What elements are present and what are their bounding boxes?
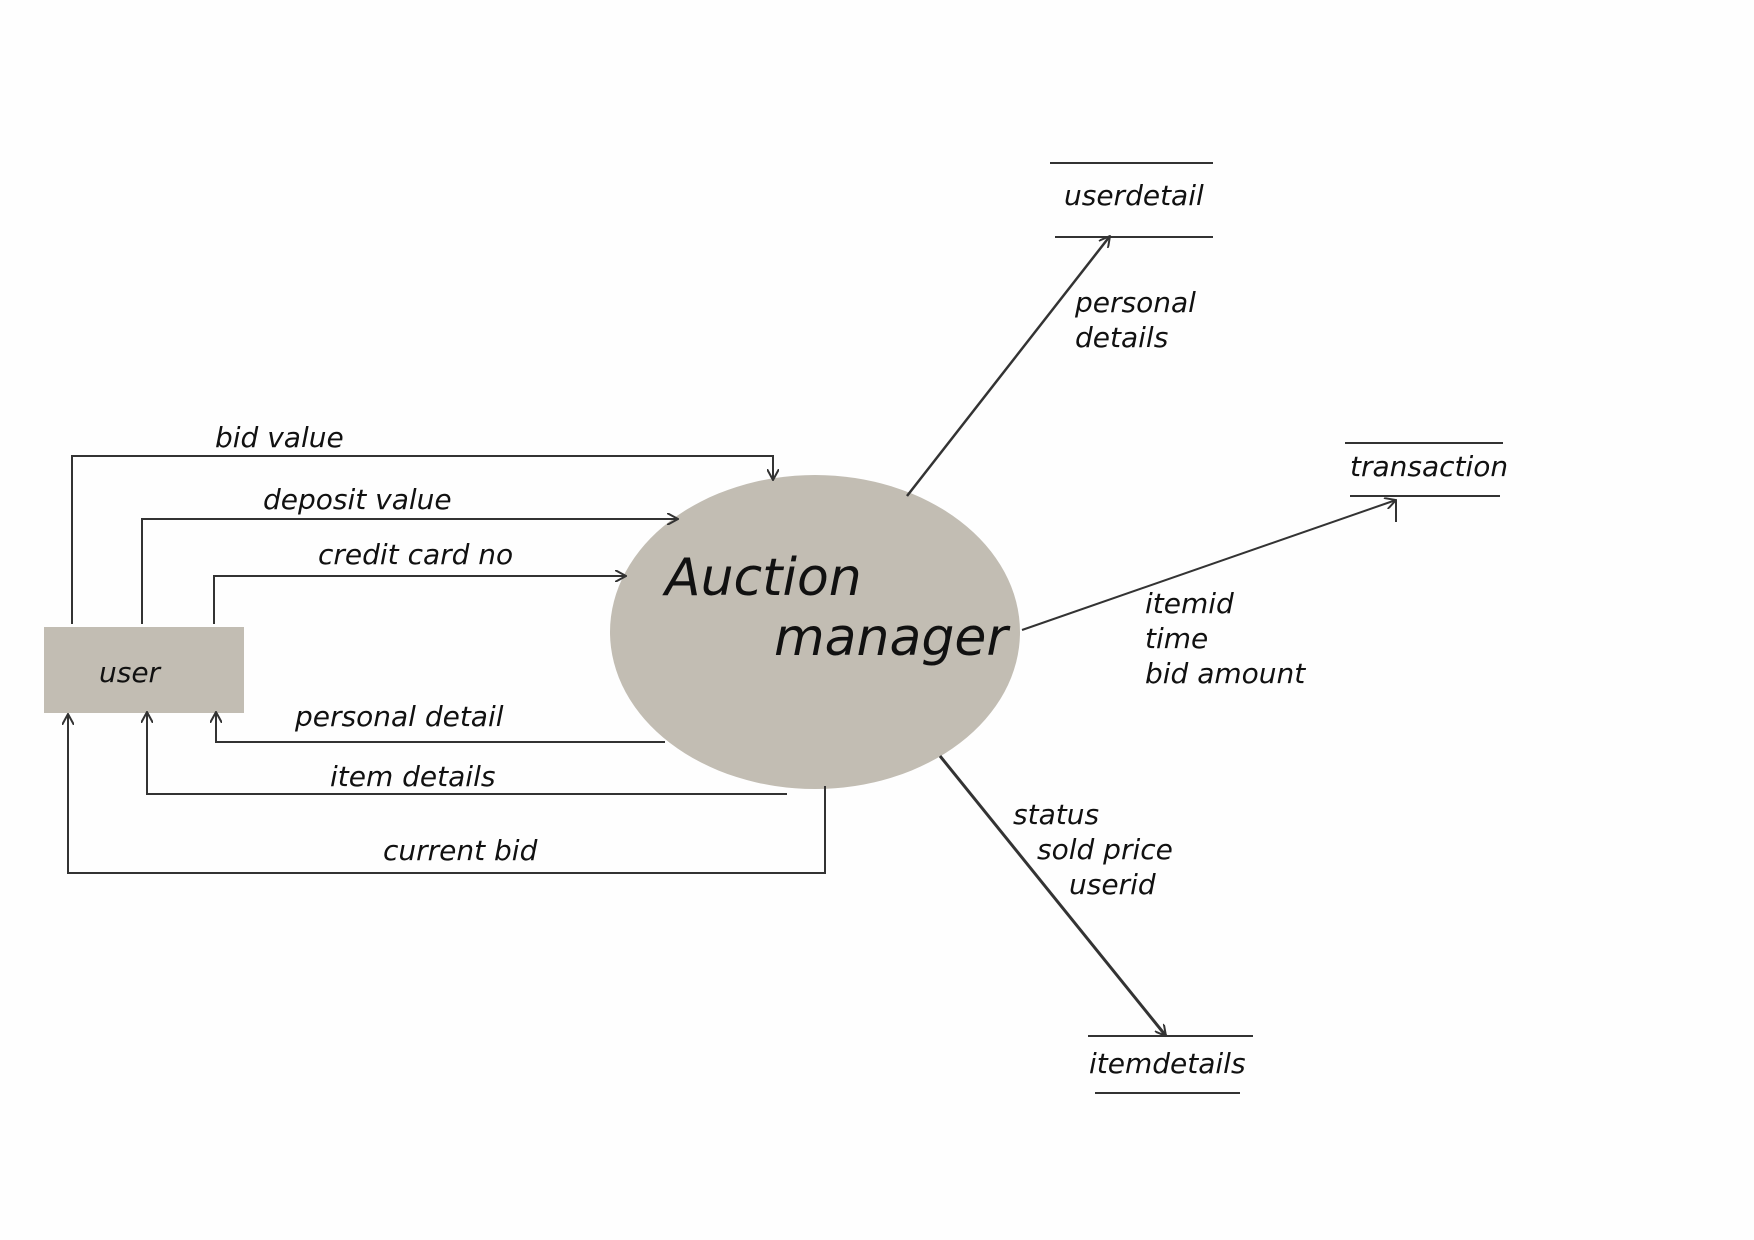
flow-itemdetails-data xyxy=(938,755,1166,1036)
flow-personal-details xyxy=(906,236,1110,497)
flow-current-bid xyxy=(68,714,826,874)
flow-label-sold-price: sold price xyxy=(1037,833,1173,866)
store-itemdetails-label: itemdetails xyxy=(1089,1047,1246,1080)
flow-label-personal-detail: personal detail xyxy=(295,700,504,733)
flow-label-credit-card-no: credit card no xyxy=(318,538,514,571)
process-auction-manager xyxy=(610,475,1020,789)
flow-item-details xyxy=(147,712,787,795)
store-transaction-label: transaction xyxy=(1350,450,1509,483)
flow-bid-value xyxy=(71,455,773,624)
flow-label-personal: personal xyxy=(1075,286,1196,319)
entity-user-label: user xyxy=(99,656,161,689)
flow-label-item-details: item details xyxy=(330,760,496,793)
store-userdetail-label: userdetail xyxy=(1064,179,1204,212)
process-title-line1: Auction xyxy=(665,548,862,608)
flow-label-time: time xyxy=(1145,622,1209,655)
flow-label-details: details xyxy=(1075,321,1169,354)
flow-label-itemid: itemid xyxy=(1145,587,1234,620)
flow-label-bid-amount: bid amount xyxy=(1145,657,1306,690)
flow-deposit-value xyxy=(141,519,678,624)
flow-credit-card-no xyxy=(213,576,626,624)
flow-label-userid: userid xyxy=(1069,868,1156,901)
flow-label-status: status xyxy=(1013,798,1100,831)
flow-personal-detail xyxy=(216,712,665,743)
flow-label-bid-value: bid value xyxy=(215,421,344,454)
process-title-line2: manager xyxy=(774,608,1008,668)
entity-user-box xyxy=(44,627,244,713)
flow-label-deposit-value: deposit value xyxy=(263,483,452,516)
flow-transaction-data xyxy=(1021,500,1396,631)
flow-label-current-bid: current bid xyxy=(383,834,538,867)
